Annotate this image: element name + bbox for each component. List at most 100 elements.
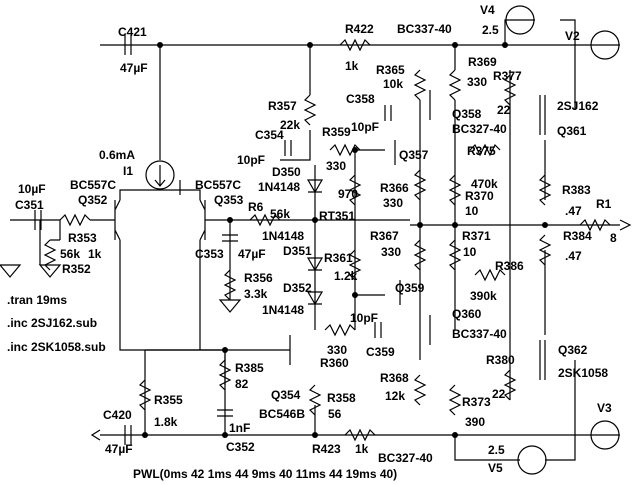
capacitor-c352: [217, 409, 233, 417]
spice-directive: .tran 19ms: [7, 293, 67, 307]
symbols: [0, 5, 632, 475]
label-r353-value: 1k: [88, 247, 102, 261]
label-q362-ref: Q362: [558, 343, 588, 357]
resistor-r361: [348, 249, 362, 281]
labels: C421 47µF R422 1k BC337-40 V4 2.5 V2 R36…: [7, 3, 617, 481]
resistor-r422: [339, 38, 371, 52]
label-r369-ref: R369: [468, 55, 497, 69]
transistor-q352: [114, 199, 121, 241]
wires: [10, 19, 620, 461]
label-r365-ref: R365: [376, 63, 405, 77]
label-i1-ref: I1: [123, 164, 133, 178]
label-r375-ref: R375: [467, 144, 496, 158]
label-c352-value: 1nF: [229, 421, 250, 435]
label-r6-ref: R6: [248, 200, 264, 214]
label-r384-value: .47: [565, 249, 582, 263]
resistor-r383: [538, 174, 552, 206]
label-r371-ref: R371: [462, 229, 491, 243]
resistor-r360: [324, 323, 356, 337]
resistor-rt351: [348, 174, 362, 206]
label-r380-ref: R380: [486, 353, 515, 367]
resistor-r384: [538, 234, 552, 266]
resistor-r357: [303, 94, 317, 126]
label-i1-value: 0.6mA: [99, 148, 135, 162]
label-c353-ref: C353: [195, 247, 224, 261]
label-bc337-top-model: BC337-40: [397, 22, 452, 36]
label-d351-ref: D351: [283, 244, 312, 258]
current-source-i1: [145, 160, 175, 190]
label-v3-ref: V3: [597, 401, 612, 415]
label-c354-ref: C354: [255, 128, 284, 142]
label-v5-value: 2.5: [488, 443, 505, 457]
label-r361-ref: R361: [324, 251, 353, 265]
label-r356-value: 3.3k: [244, 287, 268, 301]
label-c420-value: 47µF: [105, 442, 133, 456]
resistor-r380: [503, 369, 517, 401]
transistor-q353: [199, 199, 206, 241]
label-r373-ref: R373: [462, 395, 491, 409]
label-q358-model: BC327-40: [452, 122, 507, 136]
label-c351-value: 10µF: [18, 182, 46, 196]
label-v5-ref: V5: [488, 461, 503, 475]
label-d352-model: 1N4148: [262, 303, 304, 317]
diode-d350: [306, 179, 324, 194]
label-d352-ref: D352: [283, 281, 312, 295]
label-rt351-ref: RT351: [319, 209, 355, 223]
label-d350-ref: D350: [272, 165, 301, 179]
capacitor-c354: [284, 140, 292, 156]
resistor-r6: [249, 213, 281, 227]
diode-d351: [306, 257, 324, 272]
label-r357-value: 22k: [280, 118, 300, 132]
label-q361-model: 2SJ162: [557, 99, 599, 113]
label-r366-ref: R366: [380, 181, 409, 195]
label-c359-value: 10pF: [350, 311, 378, 325]
ground-symbol: [38, 264, 62, 278]
label-r6-value: 56k: [270, 207, 290, 221]
capacitor-c421: [124, 35, 132, 55]
pwl-source-definition: PWL(0ms 42 1ms 44 9ms 40 11ms 44 19ms 40…: [133, 467, 397, 481]
label-c420-ref: C420: [103, 408, 132, 422]
label-r359-ref: R359: [322, 125, 351, 139]
capacitor-c420: [124, 425, 132, 445]
resistor-r366: [413, 169, 427, 201]
label-r359-value: 330: [326, 159, 346, 173]
label-q359-ref: Q359: [395, 281, 425, 295]
resistor-r353: [59, 213, 91, 227]
capacitor-c353: [222, 234, 238, 242]
label-c351-ref: C351: [15, 198, 44, 212]
label-v2-ref: V2: [565, 29, 580, 43]
label-r423-value: 1k: [355, 442, 369, 456]
spice-directive: .inc 2SK1058.sub: [7, 340, 106, 354]
label-r377-ref: R377: [493, 69, 522, 83]
label-r422-ref: R422: [345, 22, 374, 36]
label-d350-model: 1N4148: [258, 180, 300, 194]
label-r373-value: 390: [465, 415, 485, 429]
resistor-r368: [413, 374, 427, 406]
diode-d352: [306, 291, 324, 306]
resistor-r423: [344, 428, 376, 442]
label-r370-value: 10: [465, 204, 479, 218]
label-q354-model: BC546B: [259, 407, 305, 421]
label-r357-ref: R357: [268, 99, 297, 113]
label-r355-value: 1.8k: [154, 415, 178, 429]
resistor-r386: [474, 268, 506, 282]
label-r358-value: 56: [328, 407, 342, 421]
label-r385-value: 82: [235, 377, 249, 391]
label-r368-ref: R368: [380, 371, 409, 385]
label-r386-ref: R386: [495, 259, 524, 273]
spice-directive: .inc 2SJ162.sub: [7, 316, 97, 330]
label-q353-model: BC557C: [195, 178, 241, 192]
label-r1-value: 8: [610, 231, 617, 245]
ground-symbol: [0, 264, 22, 278]
label-q352-model: BC557C: [70, 178, 116, 192]
label-r380-value: 22: [492, 387, 506, 401]
label-r383-ref: R383: [562, 183, 591, 197]
label-q362-model: 2SK1058: [558, 366, 608, 380]
label-q360-model: BC337-40: [452, 327, 507, 341]
voltage-source-v5: [517, 445, 547, 475]
label-c359-ref: C359: [366, 345, 395, 359]
ground-flag: [619, 219, 632, 231]
capacitor-c358: [384, 105, 392, 121]
label-r385-ref: R385: [235, 361, 264, 375]
